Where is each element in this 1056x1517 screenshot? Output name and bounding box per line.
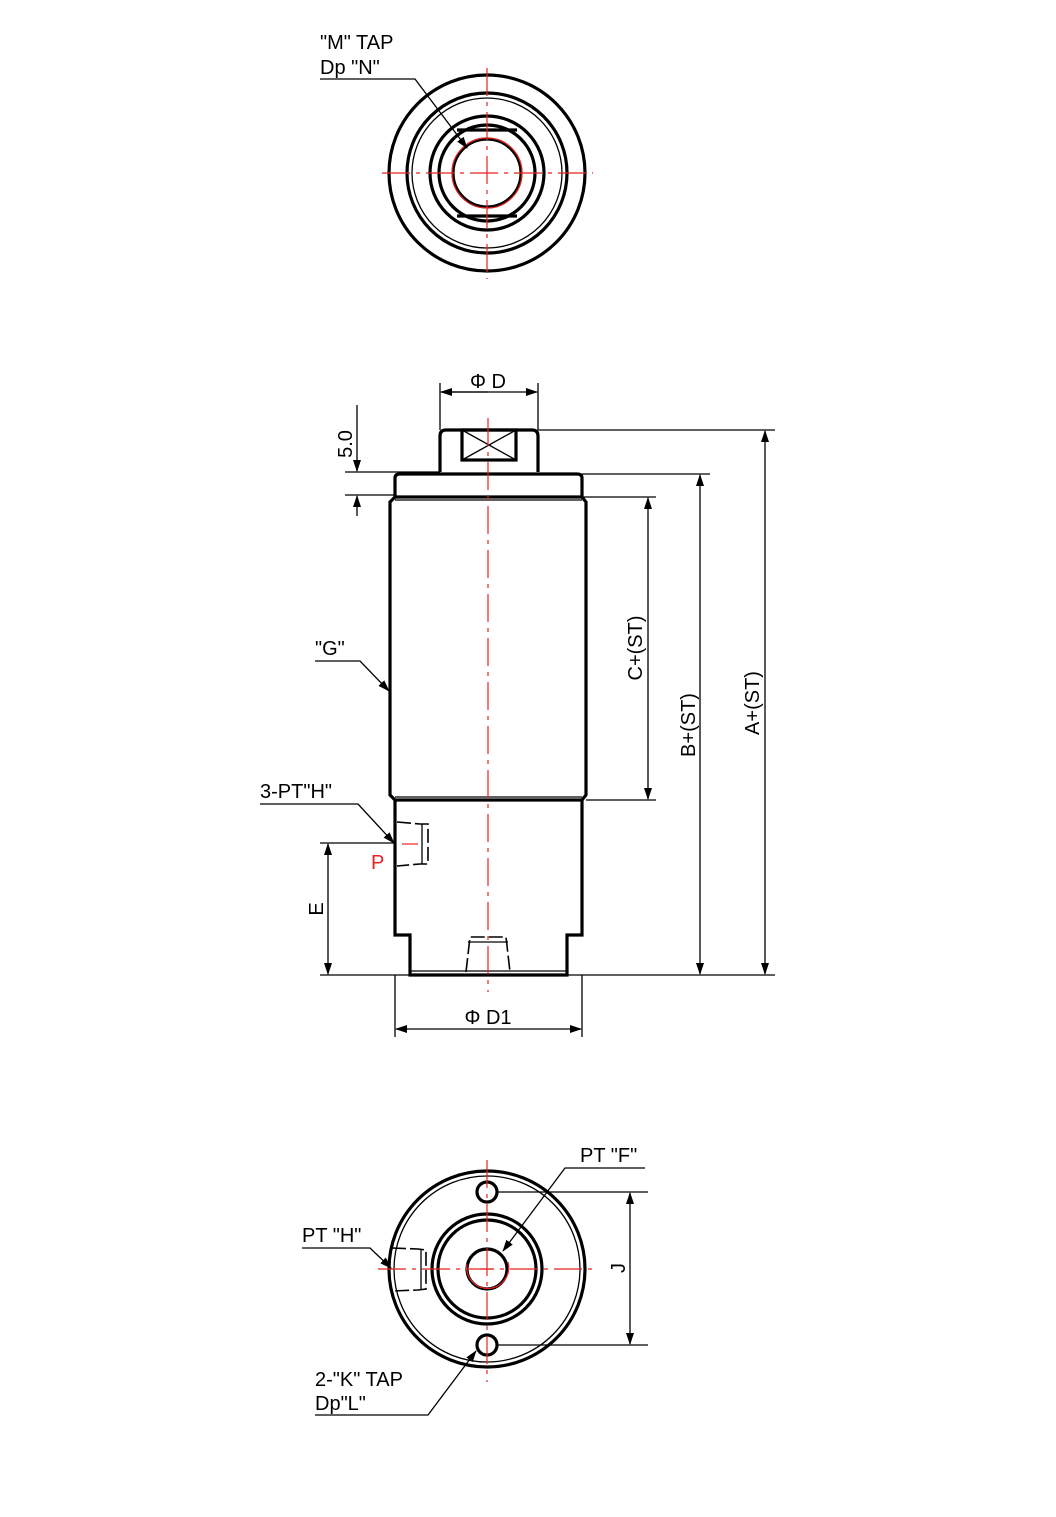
port-p-label: P: [371, 852, 384, 874]
dim-e-label: E: [306, 902, 328, 915]
dim-a-label: A+(ST): [742, 671, 764, 735]
thread-g-label: "G": [315, 638, 345, 660]
dim-5-label: 5.0: [335, 430, 357, 458]
port-h-bottom-label: PT "H": [302, 1225, 361, 1247]
dim-d-label: Φ D: [470, 371, 506, 393]
dim-c-label: C+(ST): [625, 616, 647, 681]
tap-label-n: Dp "N": [320, 57, 380, 79]
bottom-view: J PT "F" PT "H" 2-"K" TAP Dp"L": [302, 1145, 648, 1416]
wrench-flat: [460, 428, 518, 462]
dim-d1-label: Φ D1: [464, 1007, 511, 1029]
dim-j-label: J: [608, 1263, 630, 1273]
body-thread: [388, 495, 588, 802]
tap-l-label: Dp"L": [315, 1393, 366, 1415]
cap: [438, 428, 540, 472]
side-port-bottom-icon: [391, 1247, 427, 1292]
port-h-label: 3-PT"H": [260, 781, 332, 803]
tap-leader: [320, 78, 468, 149]
top-view: "M" TAP Dp "N": [320, 32, 593, 279]
port-f-label: PT "F": [580, 1145, 637, 1167]
side-port-icon: [396, 821, 429, 867]
tap-k-label: 2-"K" TAP: [315, 1369, 403, 1391]
dim-b-label: B+(ST): [678, 693, 700, 757]
side-view: Φ D 5.0 A+(ST) B+(ST) C+(ST) "G" 3-PT"H"…: [260, 371, 775, 1037]
tap-label-m: "M" TAP: [320, 32, 393, 54]
collar: [393, 472, 584, 499]
